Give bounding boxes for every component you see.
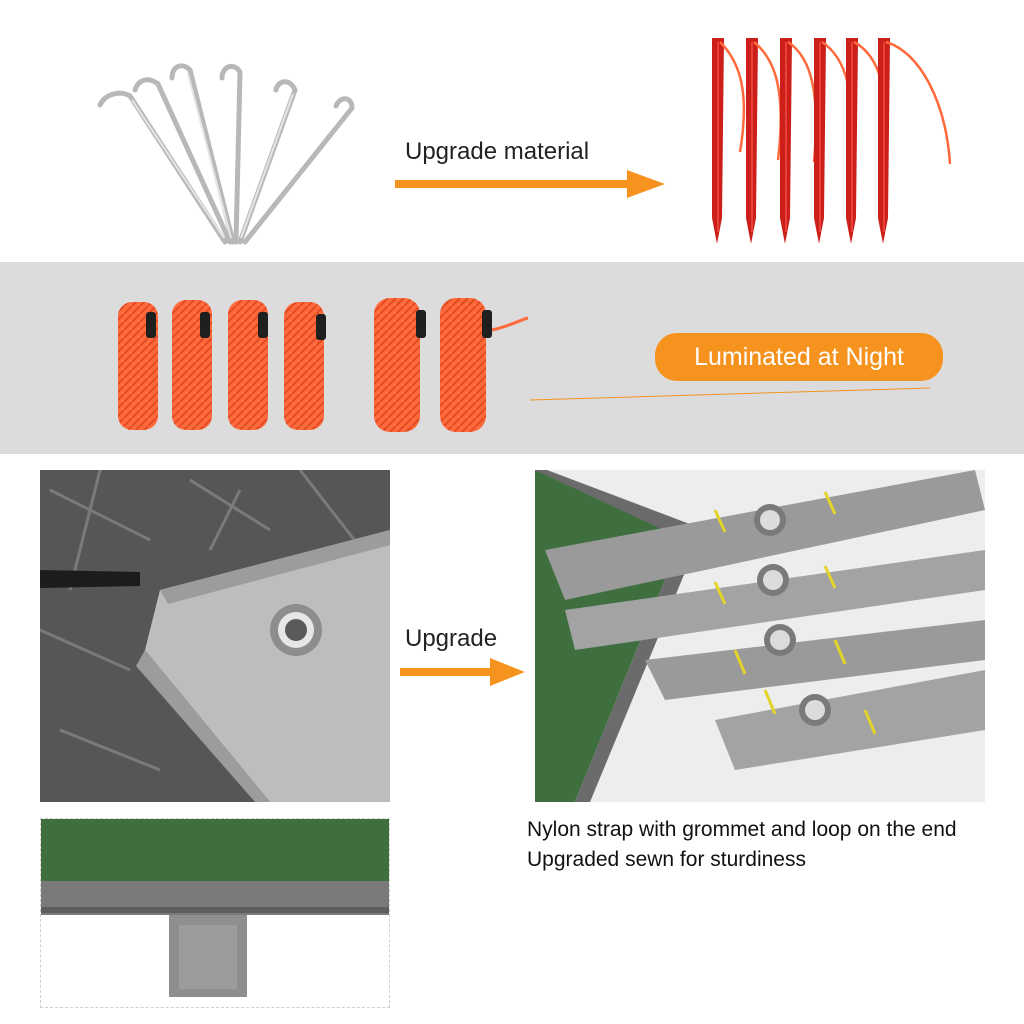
strap <box>715 670 985 770</box>
stake-hook <box>132 77 161 93</box>
stake-shaft <box>187 67 236 245</box>
red-stake <box>814 38 853 244</box>
rope-coil <box>374 298 426 432</box>
arrow-right-icon <box>400 658 525 686</box>
stake-hook <box>273 79 298 93</box>
strap <box>545 470 985 600</box>
rope-coil <box>284 302 326 430</box>
guy-ropes-illustration <box>100 290 540 440</box>
straps-caption-line-2: Upgraded sewn for sturdiness <box>527 848 806 871</box>
nylon-straps-photo <box>535 470 985 802</box>
red-stake <box>878 38 952 244</box>
luminated-badge: Luminated at Night <box>655 333 943 381</box>
red-stakes-illustration <box>700 32 965 250</box>
strap <box>645 620 985 700</box>
red-stake <box>780 38 818 244</box>
rope-coil <box>172 300 212 430</box>
rope-coil <box>228 300 268 430</box>
grommet-upgrade-caption: Upgrade <box>405 625 498 652</box>
stake-hook <box>97 90 133 108</box>
stake-hook <box>169 63 193 81</box>
stake-shaft <box>233 69 243 245</box>
tarp-edge-photo <box>40 818 390 1008</box>
straps-caption: Nylon strap with grommet and loop on the… <box>527 815 1017 875</box>
arrow-right-icon <box>395 170 665 198</box>
stake-shaft <box>155 81 233 245</box>
stake-hook <box>219 63 243 81</box>
red-stake <box>712 38 746 244</box>
red-stake <box>746 38 782 244</box>
rope-coil <box>440 298 529 432</box>
rope-coil <box>118 302 158 430</box>
metal-stakes-svg <box>97 63 355 245</box>
badge-pointer-line <box>529 386 931 402</box>
metal-stakes-illustration <box>90 60 370 250</box>
stake-shaft <box>242 105 355 245</box>
old-grommet-photo <box>40 470 390 802</box>
stake-hook <box>333 96 355 111</box>
strap <box>565 550 985 650</box>
straps-caption-line-1: Nylon strap with grommet and loop on the… <box>527 818 957 841</box>
stakes-upgrade-caption: Upgrade material <box>405 138 590 165</box>
